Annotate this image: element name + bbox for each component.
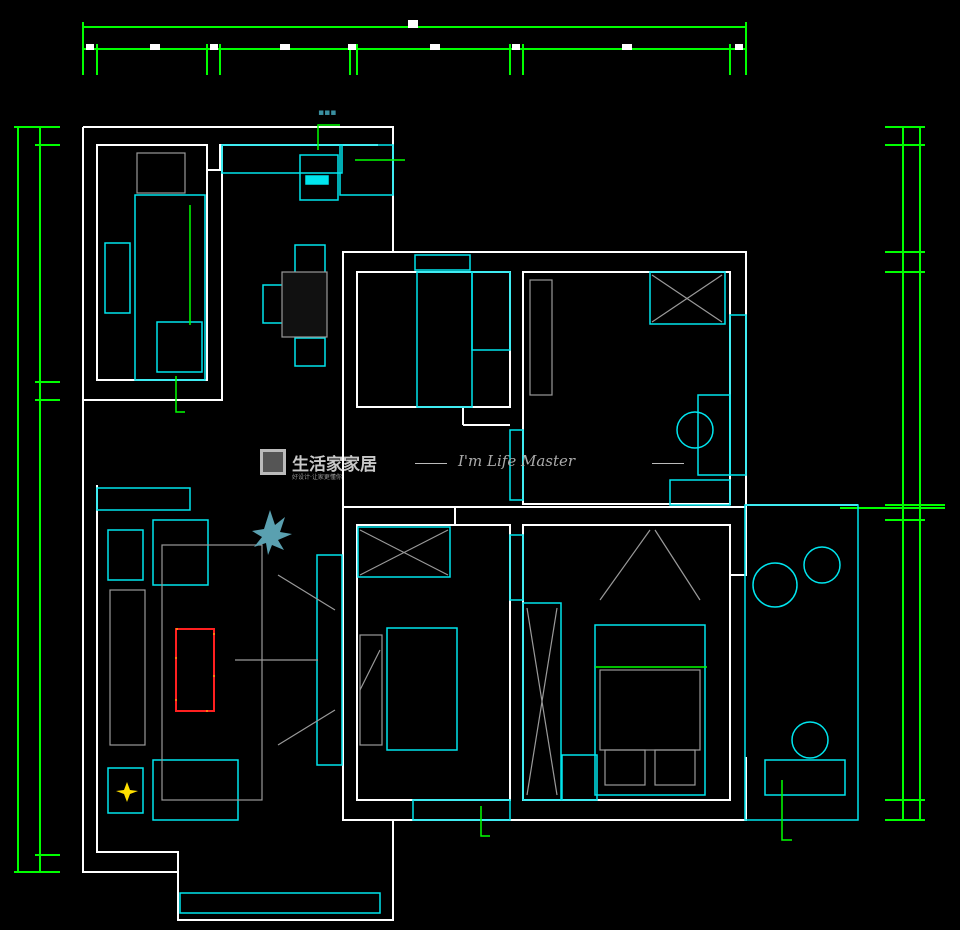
green-accents — [175, 124, 792, 841]
annotation-mark: ▪▪▪ — [318, 108, 337, 118]
furniture — [96, 144, 859, 914]
left-dimension-lines — [14, 126, 60, 873]
lamp-icon — [116, 782, 138, 802]
divider — [652, 463, 684, 464]
fridge — [299, 154, 339, 201]
divider — [415, 463, 447, 464]
plant-icon — [252, 510, 292, 555]
brand-logo-icon — [260, 449, 286, 475]
brand-tagline: 好设计·让家更懂你 — [292, 474, 342, 481]
watermark: 生活家家居 好设计·让家更懂你 I'm Life Master — [260, 449, 684, 481]
walls — [82, 126, 858, 921]
detail-linework — [109, 152, 723, 801]
right-dimension-lines — [840, 126, 945, 821]
brand-name: 生活家家居 — [292, 454, 377, 475]
highlighted-selection — [175, 628, 215, 712]
brand-script: I'm Life Master — [458, 452, 576, 470]
top-dimension-text-blocks — [86, 20, 743, 50]
top-dimension-lines — [82, 22, 747, 75]
